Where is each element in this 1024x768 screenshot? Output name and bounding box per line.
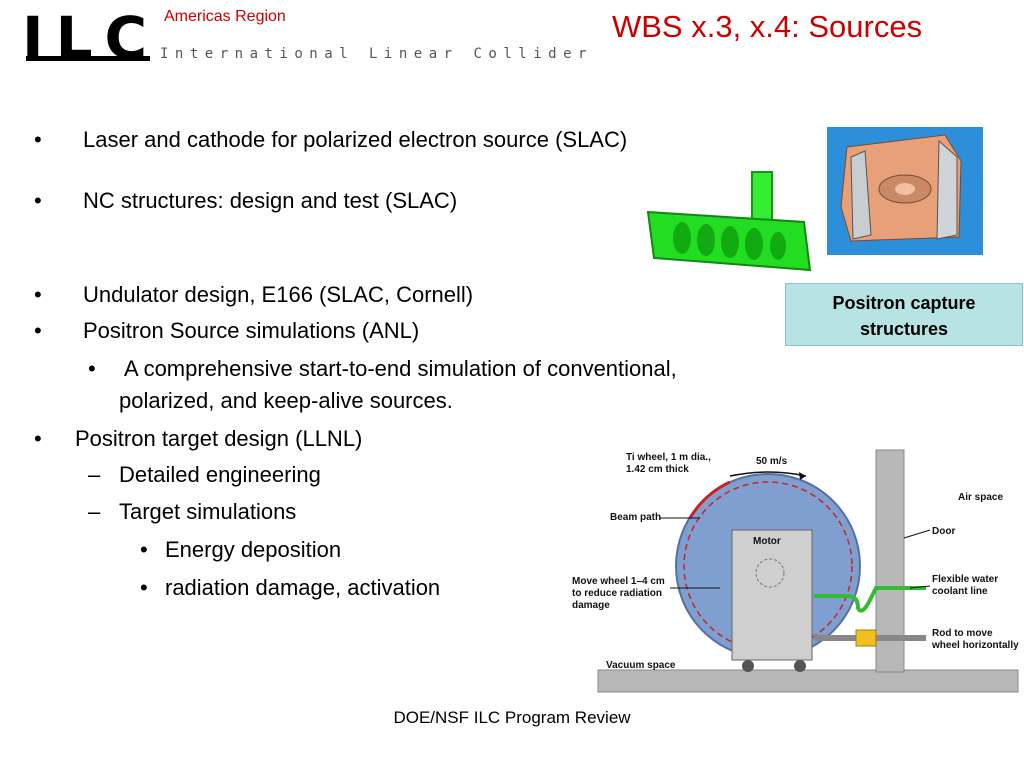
- bullet-laser-cathode: Laser and cathode for polarized electron…: [83, 127, 628, 152]
- sub-bullet-engineering: Detailed engineering: [119, 462, 321, 487]
- subsub-bullet-energy: Energy deposition: [165, 537, 342, 562]
- bullet-marker: •: [34, 127, 42, 152]
- bullet-marker: •: [34, 282, 42, 307]
- subsub-bullet-radiation: radiation damage, activation: [165, 575, 441, 600]
- positron-target-diagram: Ti wheel, 1 m dia., 1.42 cm thick 50 m/s…: [570, 438, 1024, 708]
- nc-structure-graphic: [644, 170, 816, 274]
- wheel-caster: [742, 660, 754, 672]
- sub-dash-marker: –: [88, 462, 101, 487]
- label-coolant-2: coolant line: [932, 586, 988, 597]
- footer-text: DOE/NSF ILC Program Review: [393, 708, 631, 727]
- motor-housing: [731, 529, 813, 661]
- region-label: Americas Region: [164, 8, 286, 25]
- positron-capture-photo: [827, 127, 983, 255]
- sub-bullet-simulation-line2: polarized, and keep-alive sources.: [119, 388, 453, 413]
- bellows: [855, 629, 877, 647]
- label-rod-2: wheel horizontally: [931, 640, 1019, 651]
- label-coolant-1: Flexible water: [932, 574, 998, 585]
- capture-structure-drawing: [840, 134, 962, 242]
- callout-line-1: Positron capture: [832, 293, 976, 313]
- subsub-bullet-marker: •: [140, 575, 148, 600]
- coolant-line: [814, 586, 926, 613]
- label-move-2: to reduce radiation: [572, 588, 662, 599]
- label-ti-wheel-1: Ti wheel, 1 m dia.,: [626, 452, 711, 463]
- label-rod-1: Rod to move: [932, 628, 993, 639]
- wheel-caster: [794, 660, 806, 672]
- logo-underline: [26, 56, 150, 61]
- label-move-1: Move wheel 1–4 cm: [572, 576, 665, 587]
- bullet-positron-target: Positron target design (LLNL): [75, 426, 363, 451]
- label-speed: 50 m/s: [756, 456, 788, 467]
- sub-bullet-target-sim: Target simulations: [119, 499, 297, 524]
- label-vacuum: Vacuum space: [606, 660, 676, 671]
- floor: [597, 669, 1019, 693]
- bullet-positron-sim: Positron Source simulations (ANL): [83, 318, 420, 343]
- nc-structure-drawing: [646, 171, 812, 272]
- bullet-nc-structures: NC structures: design and test (SLAC): [83, 188, 458, 213]
- bullet-undulator: Undulator design, E166 (SLAC, Cornell): [83, 282, 474, 307]
- beam-path-arc: [688, 480, 731, 519]
- label-door: Door: [932, 526, 955, 537]
- logo-tagline: International Linear Collider: [160, 46, 593, 62]
- positron-capture-callout: Positron capture structures: [785, 283, 1023, 346]
- slide-title: WBS x.3, x.4: Sources: [612, 9, 923, 44]
- label-ti-wheel-2: 1.42 cm thick: [626, 464, 689, 475]
- label-move-3: damage: [572, 600, 610, 611]
- target-wheel-drawing: Ti wheel, 1 m dia., 1.42 cm thick 50 m/s…: [572, 449, 1019, 693]
- label-air: Air space: [958, 492, 1003, 503]
- sub-dash-marker: –: [88, 499, 101, 524]
- label-beam-path: Beam path: [610, 512, 661, 523]
- sub-bullet-marker: •: [88, 356, 96, 381]
- callout-line-2: structures: [859, 319, 949, 339]
- bullet-marker: •: [34, 426, 42, 451]
- subsub-bullet-marker: •: [140, 537, 148, 562]
- bullet-marker: •: [34, 188, 42, 213]
- label-motor: Motor: [753, 536, 781, 547]
- sub-bullet-simulation-line1: A comprehensive start-to-end simulation …: [124, 356, 677, 381]
- bullet-marker: •: [34, 318, 42, 343]
